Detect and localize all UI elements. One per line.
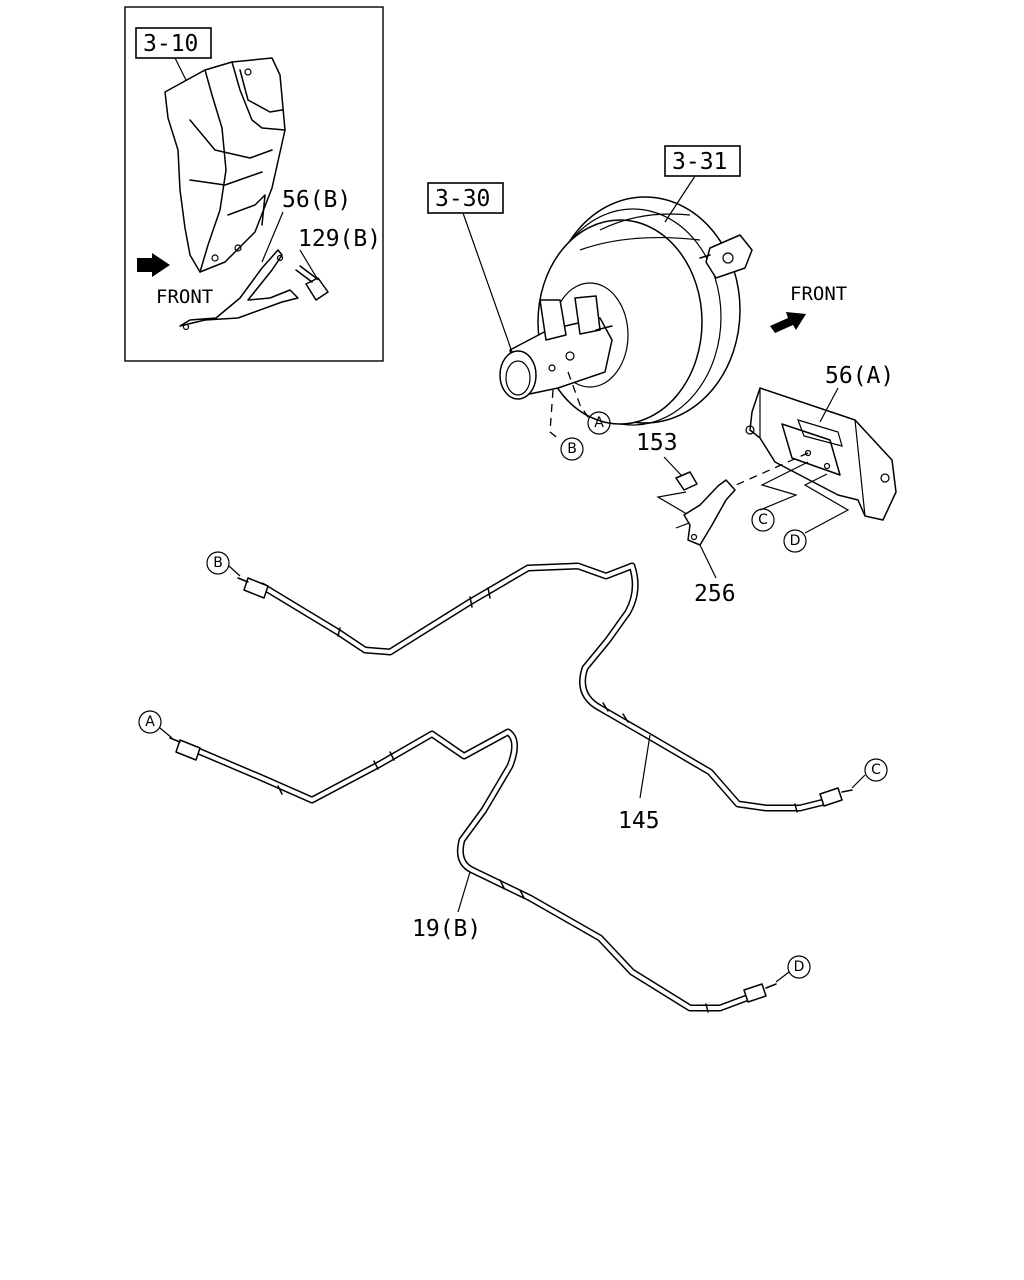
inset-front-label: FRONT	[156, 286, 213, 308]
connector-marker-a[interactable]: A	[138, 710, 162, 734]
part-label-145[interactable]: 145	[618, 808, 660, 834]
part-label-129b[interactable]: 129(B)	[298, 226, 381, 252]
connector-label-a-top: A	[594, 415, 604, 431]
inset-bolt-129b[interactable]	[295, 265, 329, 301]
ref-box-3-10[interactable]: 3-10	[135, 27, 212, 59]
main-front-label: FRONT	[790, 283, 847, 305]
connector-label-b-top: B	[567, 441, 577, 457]
part-label-56a[interactable]: 56(A)	[825, 363, 894, 389]
connector-marker-c[interactable]: C	[864, 758, 888, 782]
ref-box-3-30[interactable]: 3-30	[427, 182, 504, 214]
connector-marker-d[interactable]: D	[787, 955, 811, 979]
bolt-153[interactable]	[675, 471, 698, 491]
part-label-256[interactable]: 256	[694, 581, 736, 607]
brake-booster[interactable]	[537, 196, 753, 426]
connector-marker-b-top[interactable]: B	[560, 437, 584, 461]
connector-label-c-top: C	[758, 512, 768, 528]
part-label-19b[interactable]: 19(B)	[412, 916, 481, 942]
clip-256[interactable]	[683, 479, 736, 546]
front-arrow-icon	[137, 253, 170, 277]
brake-pipe-145[interactable]	[237, 562, 853, 813]
ref-label-3-30: 3-30	[435, 186, 490, 212]
inset-panel: 3-10 56(B) 1	[124, 6, 384, 362]
ref-label-3-10: 3-10	[143, 31, 198, 57]
connector-marker-b[interactable]: B	[206, 551, 230, 575]
master-cylinder[interactable]	[499, 295, 613, 400]
connector-label-c: C	[871, 762, 881, 778]
bracket-56a[interactable]	[745, 387, 897, 521]
leader-129b	[299, 249, 319, 281]
connector-label-d-top: D	[790, 533, 801, 549]
part-label-56b[interactable]: 56(B)	[282, 187, 351, 213]
ref-box-3-31[interactable]: 3-31	[664, 145, 741, 177]
connector-marker-a-top[interactable]: A	[587, 411, 611, 435]
ref-label-3-31: 3-31	[672, 149, 727, 175]
inset-bracket-56b[interactable]	[179, 249, 299, 331]
connector-marker-d-top[interactable]: D	[783, 529, 807, 553]
pedal-bracket-panel	[164, 57, 286, 273]
front-arrow-icon	[770, 312, 806, 333]
connector-label-a: A	[145, 714, 155, 730]
connector-label-b: B	[213, 555, 223, 571]
connector-label-d: D	[794, 959, 805, 975]
part-label-153[interactable]: 153	[636, 430, 678, 456]
leader-56b	[261, 211, 284, 263]
brake-pipe-19b[interactable]	[169, 728, 777, 1013]
connector-marker-c-top[interactable]: C	[751, 508, 775, 532]
